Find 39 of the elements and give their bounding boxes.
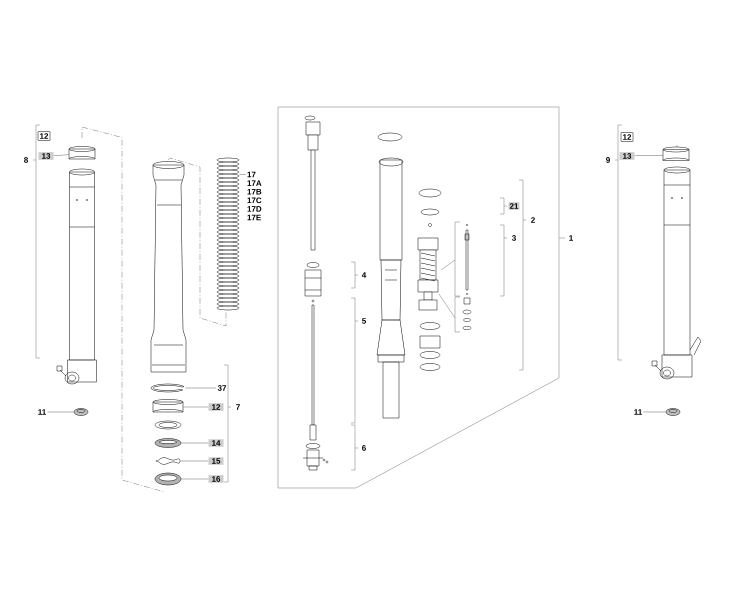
leader-line [634,155,663,156]
callout-number: 3 [512,235,516,241]
callout-number: 37 [218,385,226,391]
leader-line [180,460,208,462]
callout-number: 6 [362,445,366,451]
boxed-callout-number: 12 [620,132,634,142]
nut-drawing [74,408,88,416]
seal-drawing [154,438,182,448]
circlip-drawing [150,384,184,392]
callout-number: 9 [606,157,610,163]
callout-number: 15 [208,457,224,465]
callout-number: 16 [208,475,224,483]
cap-drawing [68,146,96,160]
callout-number: 8 [24,157,28,163]
callout-number: 14 [208,439,224,447]
callout-number: 13 [620,152,634,160]
callout-number: 7 [236,404,240,410]
callout-number: 4 [362,272,366,278]
nut-drawing [666,408,680,416]
leader-line [54,154,69,156]
circlip-drawing [156,457,180,465]
callout-number: 12 [208,403,224,411]
leader-line [181,442,208,444]
callout-number: 17 17A 17B 17C 17D 17E [248,172,262,220]
boxed-callout-number: 12 [38,131,50,141]
callout-number: 11 [38,409,46,415]
callout-number: 5 [362,318,366,324]
seal-drawing [154,472,182,486]
leader-line [181,478,208,480]
leader-line [183,406,208,408]
cap-drawing [662,146,690,161]
callout-number: 21 [508,202,520,210]
callout-number: 13 [38,152,54,160]
cap-drawing [152,399,184,412]
callout-number: 11 [634,409,642,415]
callout-number: 1 [569,235,573,241]
leader-line [239,174,246,175]
callout-number: 2 [531,217,535,223]
spring-drawing [216,158,240,310]
